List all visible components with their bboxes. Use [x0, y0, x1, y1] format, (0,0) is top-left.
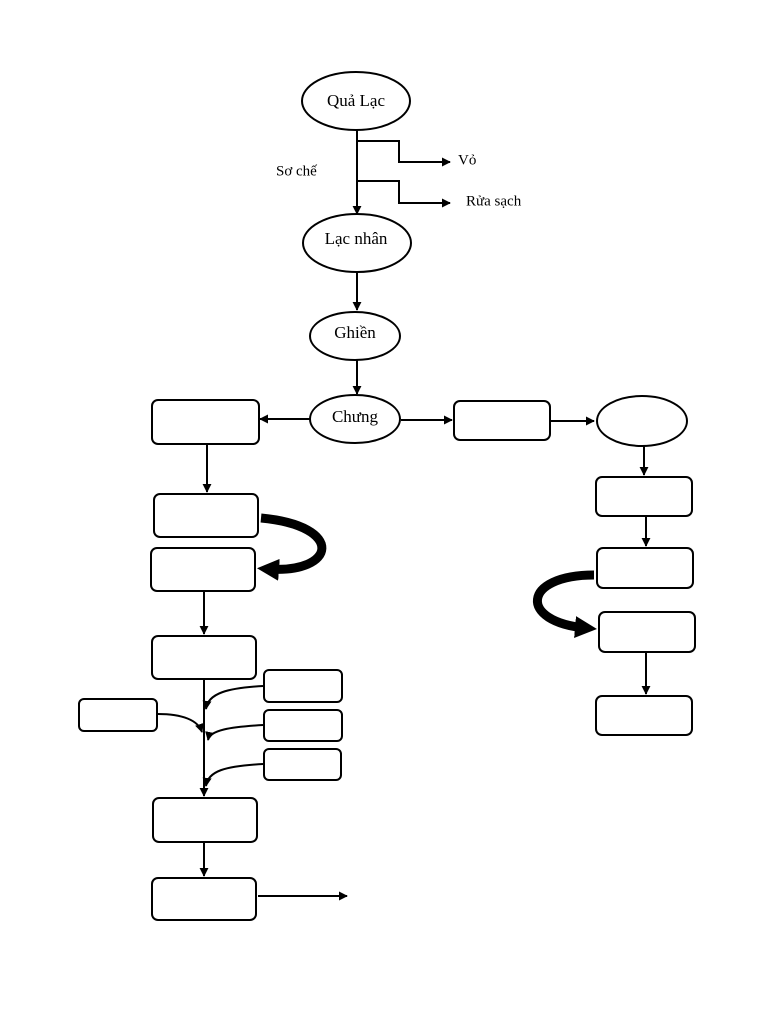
box-left-4 — [151, 635, 257, 680]
box-left-6 — [151, 877, 257, 921]
box-input-b — [263, 709, 343, 742]
label-vo: Vỏ — [458, 152, 476, 168]
arrow-to-rua-sach — [357, 180, 451, 208]
box-left-5 — [152, 797, 258, 843]
box-left-2 — [153, 493, 259, 538]
box-right-1 — [595, 476, 693, 517]
arrow-input-b-to-trunk — [205, 724, 264, 741]
label-so-che: Sơ chế — [276, 163, 317, 179]
node-lac-nhan — [302, 213, 412, 273]
box-chung-right — [453, 400, 551, 441]
box-right-3 — [598, 611, 696, 653]
node-right-ellipse — [596, 395, 688, 447]
box-left-3 — [150, 547, 256, 592]
box-input-a — [263, 669, 343, 703]
node-qua-lac — [301, 71, 411, 131]
arrow-input-c-to-trunk — [202, 763, 264, 787]
arrow-input-a-to-trunk — [202, 685, 264, 710]
curved-arrow-right-loop — [533, 570, 597, 638]
curved-arrow-left-loop — [257, 513, 327, 581]
label-rua-sach: Rửa sạch — [466, 193, 522, 209]
box-left-1 — [151, 399, 260, 445]
label-lac-nhan: Lạc nhân — [325, 229, 388, 248]
node-ghien — [309, 311, 401, 361]
arrow-input-left-to-trunk — [157, 713, 204, 733]
box-right-2 — [596, 547, 694, 589]
label-ghien: Ghiền — [334, 323, 376, 342]
label-chung: Chưng — [332, 407, 379, 426]
label-qua-lac: Quả Lạc — [327, 91, 386, 110]
box-right-4 — [595, 695, 693, 736]
box-input-c — [263, 748, 342, 781]
box-input-left — [78, 698, 158, 732]
arrow-to-vo — [357, 140, 451, 167]
node-chung — [309, 394, 401, 444]
